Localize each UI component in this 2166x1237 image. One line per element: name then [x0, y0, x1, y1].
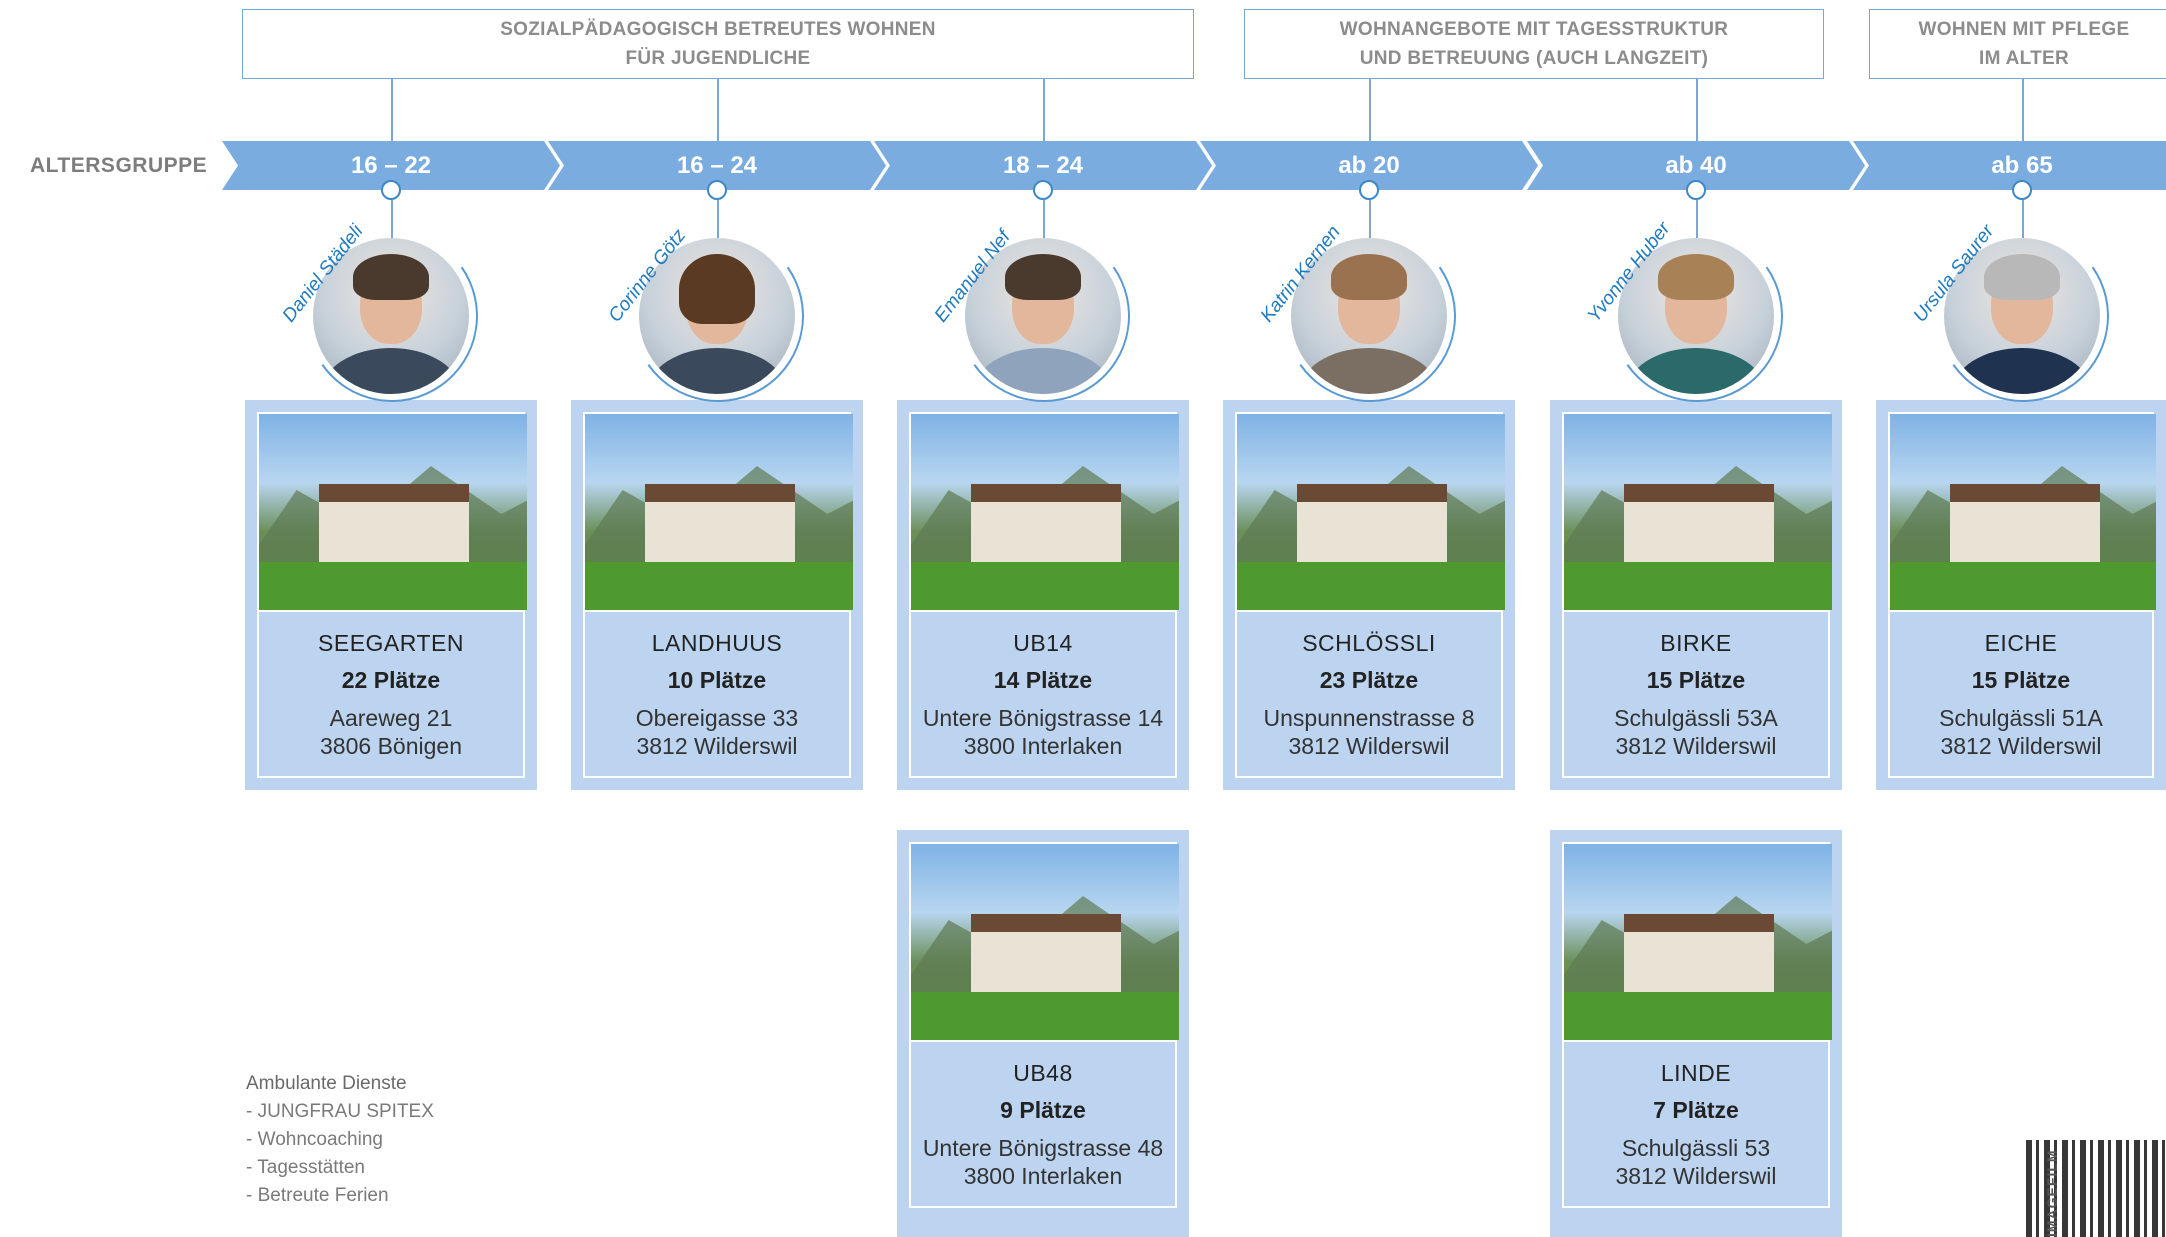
connector-line: [1696, 79, 1698, 141]
facility-address-line2: 3812 Wilderswil: [1288, 733, 1450, 759]
age-range-1: 16 – 22: [350, 152, 432, 179]
facility-photo: [1890, 414, 2156, 610]
age-chevron-segment: [1200, 141, 1538, 190]
age-range-6: ab 65: [1991, 152, 2053, 179]
facility-name: UB14: [1013, 630, 1073, 656]
facility-photo: [585, 414, 853, 610]
facility-card-ub48: UB48 9 Plätze Untere Bönigstrasse 48 380…: [897, 830, 1189, 1237]
facility-card-birke: BIRKE 15 Plätze Schulgässli 53A 3812 Wil…: [1550, 400, 1842, 790]
facility-card-landhuus: LANDHUUS 10 Plätze Obereigasse 33 3812 W…: [571, 400, 863, 790]
facility-address-line2: 3806 Bönigen: [320, 733, 462, 759]
facility-photo: [1564, 844, 1832, 1040]
timeline-dot: [2012, 180, 2032, 200]
facility-photo: [1237, 414, 1505, 610]
facility-address-line1: Untere Bönigstrasse 14: [922, 705, 1164, 731]
facility-places: 15 Plätze: [1646, 667, 1746, 693]
facility-address-line1: Unspunnenstrasse 8: [1263, 705, 1475, 731]
facility-address-line1: Schulgässli 53A: [1614, 705, 1778, 731]
ambulant-title: Ambulante Dienste: [246, 1073, 407, 1094]
age-chevron-segment: [874, 141, 1212, 190]
stem-line: [1043, 200, 1045, 238]
age-range-3: 18 – 24: [1002, 152, 1084, 179]
portrait-katrin: [1291, 238, 1447, 394]
ambulant-item: - Tagesstätten: [246, 1157, 366, 1178]
age-group-label: ALTERSGRUPPE: [30, 154, 208, 177]
timeline-dot: [1033, 180, 1053, 200]
timeline-dot: [1686, 180, 1706, 200]
facility-places: 23 Plätze: [1319, 667, 1419, 693]
category-box-care: WOHNEN MIT PFLEGE IM ALTER: [1869, 9, 2166, 79]
age-chevron-segment: [548, 141, 886, 190]
facility-address-line1: Obereigasse 33: [635, 705, 799, 731]
facility-address-line2: 3800 Interlaken: [963, 1163, 1123, 1189]
facility-photo: [911, 414, 1179, 610]
timeline-dot: [707, 180, 727, 200]
age-chevron-segment: [222, 141, 560, 190]
stem-line: [1696, 200, 1698, 238]
facility-name: EICHE: [1984, 630, 2058, 656]
age-chevron-segment: [1527, 141, 1865, 190]
stem-line: [2022, 200, 2024, 238]
facility-name: SEEGARTEN: [318, 630, 464, 656]
facility-places: 15 Plätze: [1971, 667, 2071, 693]
facility-places: 9 Plätze: [1000, 1097, 1086, 1123]
stem-line: [391, 200, 393, 238]
age-range-5: ab 40: [1665, 152, 1727, 179]
facility-address-line1: Untere Bönigstrasse 48: [922, 1135, 1164, 1161]
connector-line: [391, 79, 393, 141]
connector-line: [1369, 79, 1371, 141]
facility-card-eiche: EICHE 15 Plätze Schulgässli 51A 3812 Wil…: [1876, 400, 2166, 790]
facility-card-linde: LINDE 7 Plätze Schulgässli 53 3812 Wilde…: [1550, 830, 1842, 1237]
facility-card-schloessli: SCHLÖSSLI 23 Plätze Unspunnenstrasse 8 3…: [1223, 400, 1515, 790]
age-range-4: ab 20: [1338, 152, 1400, 179]
connector-line: [717, 79, 719, 141]
portrait-yvonne: [1618, 238, 1774, 394]
facility-card-ub14: UB14 14 Plätze Untere Bönigstrasse 14 38…: [897, 400, 1189, 790]
ambulant-item: - Wohncoaching: [246, 1129, 383, 1150]
facility-name: BIRKE: [1660, 630, 1732, 656]
facility-photo: [259, 414, 527, 610]
timeline-dot: [381, 180, 401, 200]
facility-name: LINDE: [1660, 1060, 1732, 1086]
facility-address-line1: Schulgässli 51A: [1939, 705, 2103, 731]
category-box-daystructure: WOHNANGEBOTE MIT TAGESSTRUKTUR UND BETRE…: [1244, 9, 1824, 79]
age-chevron-bar: [222, 141, 2166, 190]
stem-line: [1369, 200, 1371, 238]
stem-line: [717, 200, 719, 238]
connector-line: [2022, 79, 2024, 141]
facility-name: UB48: [1013, 1060, 1073, 1086]
age-range-2: 16 – 24: [676, 152, 758, 179]
facility-address-line2: 3812 Wilderswil: [1615, 1163, 1777, 1189]
facility-places: 10 Plätze: [667, 667, 767, 693]
age-chevron-segment: [1853, 141, 2166, 190]
facility-address-line2: 3800 Interlaken: [963, 733, 1123, 759]
qr-code[interactable]: [2026, 1140, 2166, 1237]
ambulant-item: - Betreute Ferien: [246, 1185, 389, 1206]
facility-photo: [911, 844, 1179, 1040]
facility-name: LANDHUUS: [651, 630, 783, 656]
portrait-daniel: [313, 238, 469, 394]
portrait-corinne: [639, 238, 795, 394]
facility-address-line1: Schulgässli 53: [1621, 1135, 1771, 1161]
facility-card-seegarten: SEEGARTEN 22 Plätze Aareweg 21 3806 Böni…: [245, 400, 537, 790]
facility-address-line2: 3812 Wilderswil: [1615, 733, 1777, 759]
portrait-ursula: [1944, 238, 2100, 394]
facility-name: SCHLÖSSLI: [1302, 630, 1436, 656]
category-box-youth: SOZIALPÄDAGOGISCH BETREUTES WOHNEN FÜR J…: [242, 9, 1194, 79]
facility-photo: [1564, 414, 1832, 610]
ambulant-item: - JUNGFRAU SPITEX: [246, 1101, 434, 1122]
facility-address-line1: Aareweg 21: [329, 705, 453, 731]
facility-places: 14 Plätze: [993, 667, 1093, 693]
connector-line: [1043, 79, 1045, 141]
qr-label: IMAGEFILM: [2044, 1149, 2060, 1237]
timeline-dot: [1359, 180, 1379, 200]
ambulant-services: Ambulante Dienste - JUNGFRAU SPITEX - Wo…: [246, 1070, 434, 1210]
facility-places: 7 Plätze: [1653, 1097, 1739, 1123]
facility-address-line2: 3812 Wilderswil: [1940, 733, 2102, 759]
portrait-emanuel: [965, 238, 1121, 394]
facility-places: 22 Plätze: [341, 667, 441, 693]
facility-address-line2: 3812 Wilderswil: [636, 733, 798, 759]
